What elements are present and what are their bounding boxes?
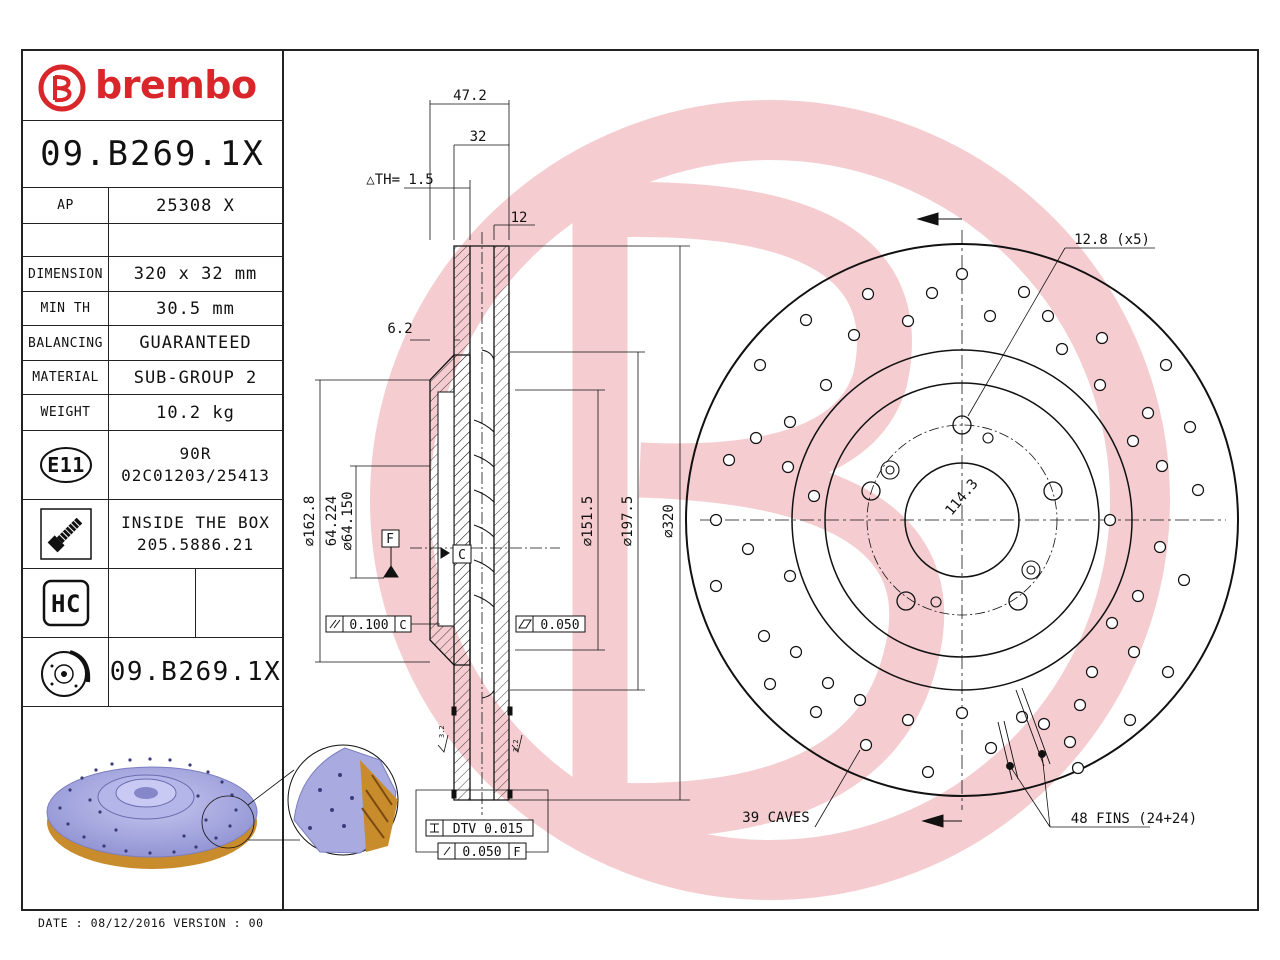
spec-row-dimension: DIMENSION 320 x 32 mm bbox=[23, 257, 282, 292]
dim-diameter-64-lower: ⌀64.150 bbox=[340, 491, 356, 550]
spec-row-empty bbox=[23, 224, 282, 257]
spec-value: GUARANTEED bbox=[139, 333, 252, 353]
spec-row-balancing: BALANCING GUARANTEED bbox=[23, 326, 282, 361]
spec-value: 320 x 32 mm bbox=[133, 264, 258, 284]
spec-row-ap: AP 25308 X bbox=[23, 188, 282, 224]
datum-c-label: C bbox=[458, 548, 466, 563]
parallelism-value: 0.100 bbox=[349, 618, 388, 633]
bolt-hole-spec: 12.8 (x5) bbox=[1074, 232, 1150, 248]
title-block: brembo 09.B269.1X AP 25308 X DIMENSION 3… bbox=[23, 51, 284, 909]
fins-label: 48 FINS (24+24) bbox=[1071, 811, 1197, 827]
drawing-sheet: brembo 09.B269.1X AP 25308 X DIMENSION 3… bbox=[21, 49, 1259, 911]
footer-part-row: 09.B269.1X bbox=[23, 638, 282, 707]
dim-hat-offset: 6.2 bbox=[387, 321, 412, 337]
e11-badge-text: E11 bbox=[47, 453, 85, 477]
spec-label: AP bbox=[23, 188, 109, 223]
spec-label: DIMENSION bbox=[23, 257, 109, 291]
fin-markers bbox=[997, 687, 1051, 781]
dim-diameter-320: ⌀320 bbox=[661, 504, 677, 538]
spec-value: 10.2 kg bbox=[156, 402, 235, 423]
part-number-row: 09.B269.1X bbox=[23, 121, 282, 188]
brand-row: brembo bbox=[23, 51, 282, 121]
drilled-holes bbox=[709, 267, 1205, 779]
footer-part-number: 09.B269.1X bbox=[109, 657, 282, 687]
spec-row-min-th: MIN TH 30.5 mm bbox=[23, 292, 282, 326]
spec-label: MIN TH bbox=[23, 292, 109, 325]
hc-badge-text: HC bbox=[51, 590, 81, 618]
spec-value: SUB-GROUP 2 bbox=[133, 367, 258, 388]
homologation-line-1: 90R bbox=[179, 444, 212, 463]
brake-disc-icon bbox=[23, 638, 109, 706]
spec-row-weight: WEIGHT 10.2 kg bbox=[23, 395, 282, 431]
homologation-number: 02C01203/25413 bbox=[121, 466, 270, 485]
front-view bbox=[685, 212, 1239, 828]
homologation-row: E11 90R 02C01203/25413 bbox=[23, 431, 282, 500]
parallelism-datum: C bbox=[399, 618, 406, 632]
brand-name: brembo bbox=[95, 63, 257, 107]
spec-label: MATERIAL bbox=[23, 361, 109, 394]
dtv-value: DTV 0.015 bbox=[453, 822, 523, 837]
dim-friction-ring: 12 bbox=[511, 210, 528, 226]
inside-box-row: INSIDE THE BOX 205.5886.21 bbox=[23, 500, 282, 569]
brembo-logo-icon bbox=[38, 64, 86, 112]
dim-diameter-162: ⌀162.8 bbox=[302, 496, 318, 547]
date-version: DATE : 08/12/2016 VERSION : 00 bbox=[38, 916, 264, 930]
dim-overall-width: 47.2 bbox=[453, 88, 487, 104]
brembo-watermark-icon bbox=[370, 100, 1170, 900]
part-number: 09.B269.1X bbox=[40, 134, 265, 174]
dim-diameter-151: ⌀151.5 bbox=[580, 496, 596, 547]
dim-th-variation: △TH= 1.5 bbox=[366, 172, 433, 188]
disc-render-image bbox=[46, 744, 399, 869]
section-view bbox=[315, 100, 690, 860]
caves-label: 39 CAVES bbox=[742, 810, 809, 826]
runout-value: 0.050 bbox=[462, 845, 501, 860]
spec-label bbox=[23, 224, 109, 256]
dim-diameter-197: ⌀197.5 bbox=[620, 496, 636, 547]
section-dimension-labels: 47.2 32 △TH= 1.5 12 6.2 ⌀162.8 64.224 ⌀6… bbox=[302, 88, 677, 860]
e11-badge-icon: E11 bbox=[23, 431, 109, 499]
hc-badge-icon: HC bbox=[23, 569, 109, 637]
datum-f-label: F bbox=[386, 532, 394, 547]
screw-icon bbox=[23, 500, 109, 568]
spec-row-material: MATERIAL SUB-GROUP 2 bbox=[23, 361, 282, 395]
spec-label: WEIGHT bbox=[23, 395, 109, 430]
hc-divider bbox=[195, 569, 196, 637]
spec-value: 30.5 mm bbox=[156, 298, 235, 319]
spec-value: 25308 X bbox=[156, 195, 235, 216]
inside-box-label: INSIDE THE BOX bbox=[121, 513, 270, 532]
dim-disc-thickness: 32 bbox=[470, 129, 487, 145]
inside-box-code: 205.5886.21 bbox=[137, 535, 254, 554]
roughness-right: 3.2 bbox=[512, 739, 520, 752]
spec-label: BALANCING bbox=[23, 326, 109, 360]
dim-diameter-64-upper: 64.224 bbox=[324, 496, 340, 547]
hc-row: HC bbox=[23, 569, 282, 638]
flatness-value: 0.050 bbox=[540, 618, 579, 633]
roughness-left: 3.2 bbox=[438, 725, 446, 738]
runout-datum: F bbox=[513, 845, 520, 859]
